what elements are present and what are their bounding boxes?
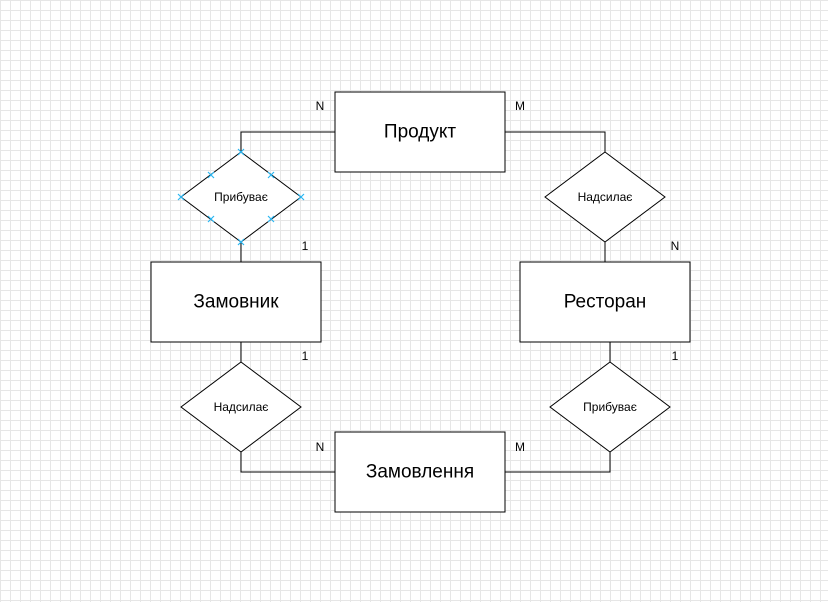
cardinality-restaurant-top: N [671, 239, 680, 253]
cardinality-customer-bottom: 1 [302, 349, 309, 363]
entity-product-label: Продукт [384, 122, 456, 143]
relationship-customer-order-diamond[interactable] [180, 361, 302, 453]
relationship-product-customer[interactable]: Прибуває [177, 148, 305, 246]
cardinality-restaurant-bottom: 1 [672, 349, 679, 363]
entity-order-label: Замовлення [366, 462, 474, 483]
entity-restaurant-box[interactable] [519, 261, 691, 343]
selection-handle-top-left[interactable] [207, 171, 215, 179]
selection-handle-bottom[interactable] [237, 238, 245, 246]
selection-handle-left[interactable] [177, 193, 185, 201]
relationship-restaurant-order-label: Прибуває [583, 400, 637, 414]
entity-order[interactable]: Замовлення [334, 431, 506, 513]
entity-customer-box[interactable] [150, 261, 322, 343]
cardinality-order-left: N [316, 440, 325, 454]
relationship-customer-order[interactable]: Надсилає [180, 361, 302, 453]
relationship-restaurant-order[interactable]: Прибуває [549, 361, 671, 453]
entity-restaurant-label: Ресторан [564, 292, 647, 313]
selection-handle-right[interactable] [297, 193, 305, 201]
selection-handle-bottom-left[interactable] [207, 215, 215, 223]
cardinality-customer-top: 1 [302, 239, 309, 253]
connector-product-prybuvaye[interactable] [240, 131, 335, 152]
entity-product-box[interactable] [334, 91, 506, 173]
selection-handles[interactable] [177, 148, 305, 246]
entity-restaurant[interactable]: Ресторан [519, 261, 691, 343]
entity-customer[interactable]: Замовник [150, 261, 322, 343]
relationship-product-restaurant[interactable]: Надсилає [544, 151, 666, 243]
connector-prybuvaye-order[interactable] [505, 452, 611, 473]
relationship-product-customer-label: Прибуває [214, 190, 268, 204]
selection-handle-top[interactable] [237, 148, 245, 156]
cardinality-product-right: M [515, 99, 525, 113]
relationship-restaurant-order-diamond[interactable] [549, 361, 671, 453]
cardinality-order-right: M [515, 440, 525, 454]
connector-nadsylaye-order[interactable] [240, 452, 335, 473]
entity-product[interactable]: Продукт [334, 91, 506, 173]
selection-handle-top-right[interactable] [267, 171, 275, 179]
entity-order-box[interactable] [334, 431, 506, 513]
connector-product-nadsylaye[interactable] [505, 131, 606, 152]
cardinality-product-left: N [316, 99, 325, 113]
selection-handle-bottom-right[interactable] [267, 215, 275, 223]
relationship-product-restaurant-label: Надсилає [578, 190, 633, 204]
entity-customer-label: Замовник [193, 292, 279, 313]
relationship-product-restaurant-diamond[interactable] [544, 151, 666, 243]
relationship-customer-order-label: Надсилає [214, 400, 269, 414]
